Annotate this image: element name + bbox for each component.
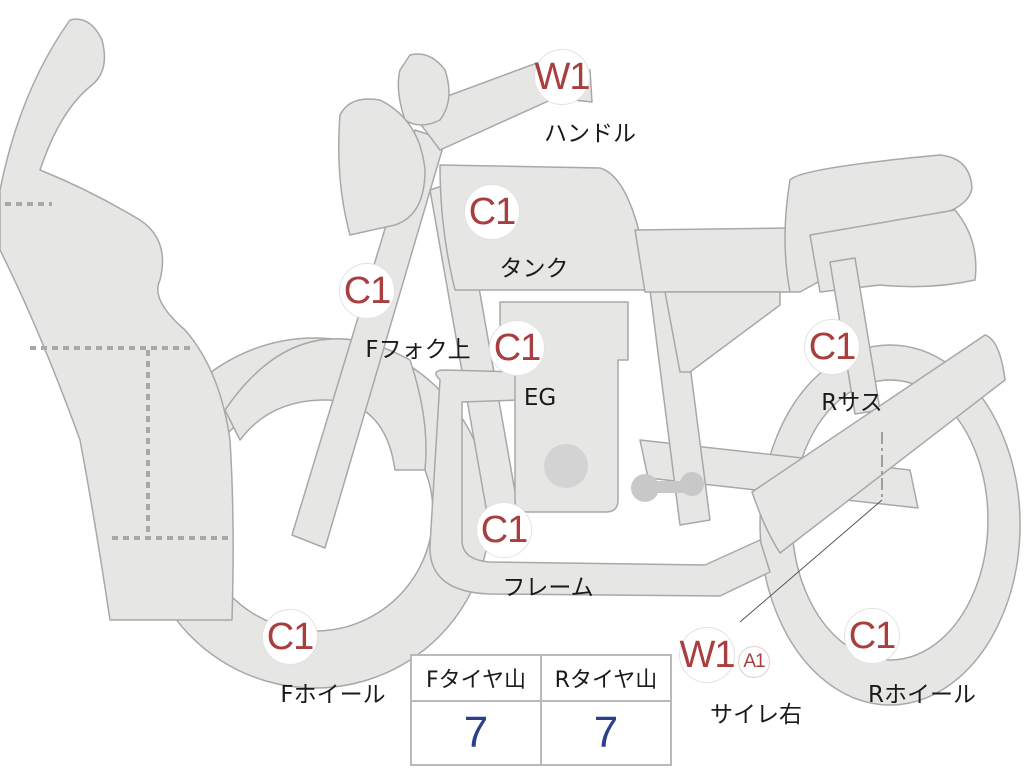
ffork-code-badge: C1 <box>339 263 395 319</box>
rwheel-label: Rホイール <box>868 682 976 708</box>
tank-label: タンク <box>499 256 569 282</box>
side-panel <box>634 227 791 293</box>
handle-code-badge: W1 <box>534 49 591 105</box>
frame-label: フレーム <box>502 575 594 601</box>
tire-table-header-row: Fタイヤ山 Rタイヤ山 <box>412 656 670 702</box>
engine-case-cover <box>544 444 588 488</box>
headlight <box>338 98 426 236</box>
frame-loop <box>429 369 771 597</box>
rsus-code-badge: C1 <box>804 319 860 375</box>
front-tire-value: 7 <box>412 702 542 764</box>
front-tire-header: Fタイヤ山 <box>412 656 542 702</box>
muffler-code-badge: W1 <box>679 627 736 683</box>
handle-label: ハンドル <box>544 121 636 147</box>
side-cover <box>664 291 781 373</box>
engine-label: EG <box>523 385 557 411</box>
front-cowl <box>0 18 234 621</box>
ffork-label: Fフォク上 <box>365 337 471 363</box>
engine-code-badge: C1 <box>489 320 545 376</box>
fwheel-label: Fホイール <box>280 682 386 708</box>
rwheel-code-badge: C1 <box>844 608 900 664</box>
rsus-label: Rサス <box>821 390 883 416</box>
cowl-panel-lines <box>5 202 232 540</box>
footpeg <box>631 472 704 502</box>
muffler-label: サイレ右 <box>710 702 802 728</box>
tire-tread-table: Fタイヤ山 Rタイヤ山 7 7 <box>410 654 672 766</box>
rear-tire-value: 7 <box>593 708 619 757</box>
fwheel-code-badge: C1 <box>262 609 318 665</box>
tank-code-badge: C1 <box>464 184 520 240</box>
mirror <box>397 53 450 126</box>
tire-table-value-row: 7 7 <box>412 702 670 764</box>
muffler-subcode-badge: A1 <box>738 646 770 678</box>
muffler <box>751 334 1006 554</box>
muffler-leader-line <box>739 432 883 623</box>
rear-tire-header: Rタイヤ山 <box>542 656 670 702</box>
frame-code-badge: C1 <box>476 502 532 558</box>
